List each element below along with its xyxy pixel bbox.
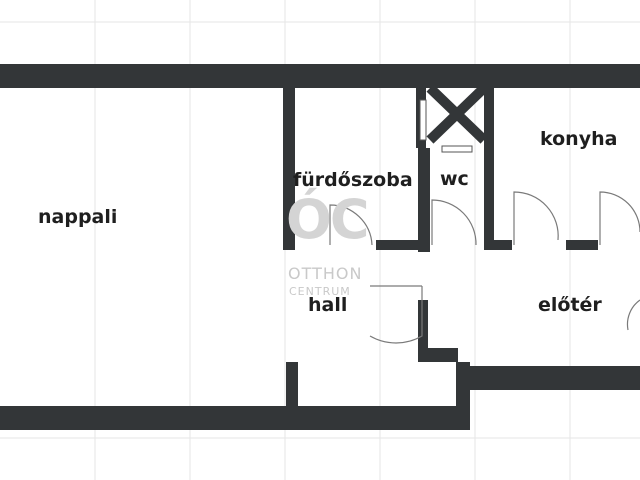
mid-wall-segment-a <box>376 240 418 250</box>
top-outer-wall <box>0 64 640 88</box>
door-wc <box>431 199 477 246</box>
walls <box>0 64 640 430</box>
bottom-outer-wall <box>0 406 470 430</box>
hall-step-wall <box>418 348 458 362</box>
watermark-line2: CENTRUM <box>289 285 351 298</box>
doors <box>329 191 640 344</box>
room-label-furdoszoba: fürdőszoba <box>293 169 413 191</box>
shaft-x-symbol <box>419 84 488 153</box>
door-kitchen-2 <box>599 191 640 245</box>
watermark-line1: OTTHON <box>288 264 363 283</box>
room-label-nappali: nappali <box>38 206 118 228</box>
door-bathroom <box>329 204 373 246</box>
door-hall <box>369 285 423 344</box>
bottom-right-wall <box>466 366 640 390</box>
wc-left-wall <box>418 148 430 252</box>
room-label-konyha: konyha <box>540 128 618 150</box>
stub-wall <box>286 362 298 406</box>
room-label-hall: hall <box>308 294 348 316</box>
bathroom-left-wall <box>283 88 295 248</box>
room-label-wc: wc <box>440 168 469 190</box>
hall-eloter-wall-lower <box>418 300 428 362</box>
mid-wall-segment-c <box>566 240 598 250</box>
room-label-eloter: előtér <box>538 294 602 316</box>
wc-right-wall <box>484 88 494 248</box>
door-kitchen-1 <box>513 191 559 245</box>
bathroom-bottom-wall-segment <box>283 240 295 250</box>
watermark-logo: ÓC <box>286 188 370 251</box>
door-entrance <box>626 299 640 331</box>
mid-wall-segment-b <box>484 240 512 250</box>
